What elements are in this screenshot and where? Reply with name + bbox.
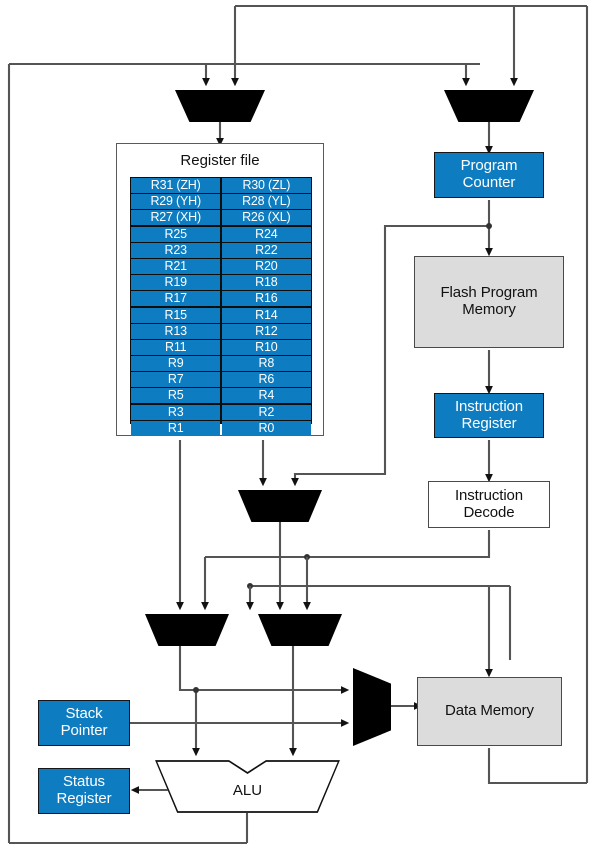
register-cell: R15 [131,307,221,323]
program-counter-block[interactable]: Program Counter [434,152,544,198]
register-cell: R2 [221,404,311,420]
register-cell: R23 [131,242,221,258]
wire-aluA-out [178,646,200,757]
register-cell: R30 (ZL) [221,178,311,193]
register-cell: R20 [221,258,311,274]
register-cell: R4 [221,388,311,404]
wire-id-to-control-bus [205,530,491,559]
register-cell: R24 [221,226,311,242]
register-cell: R25 [131,226,221,242]
junction-aluA-tap [193,687,199,693]
data-memory-block[interactable]: Data Memory [417,677,562,746]
register-cell: R11 [131,339,221,355]
register-cell: R26 (XL) [221,210,311,226]
register-cell: R17 [131,291,221,307]
register-cell: R12 [221,323,311,339]
program-counter-input-mux[interactable] [444,90,534,122]
register-cell: R3 [131,404,221,420]
register-cell: R13 [131,323,221,339]
junction-pc-branch [486,223,492,229]
instruction-register-block[interactable]: Instruction Register [434,393,544,438]
data-memory-address-mux[interactable] [353,668,391,746]
wire-datamem-out [487,748,587,785]
alu-label: ALU [232,782,263,799]
register-file-input-mux[interactable] [175,90,265,122]
register-cell: R31 (ZH) [131,178,221,193]
register-file-panel: Register file R31 (ZH)R30 (ZL)R29 (YH)R2… [116,143,324,436]
register-cell: R9 [131,356,221,372]
alu-outline [155,760,340,813]
register-file-title: Register file [180,152,260,169]
register-cell: R29 (YH) [131,194,221,210]
flash-program-memory-block[interactable]: Flash Program Memory [414,256,564,348]
alu-shape[interactable] [155,760,340,813]
register-cell: R0 [221,420,311,436]
register-cell: R22 [221,242,311,258]
register-cell: R14 [221,307,311,323]
register-cell: R5 [131,388,221,404]
stack-pointer-block[interactable]: Stack Pointer [38,700,130,746]
register-cell: R27 (XH) [131,210,221,226]
status-register-block[interactable]: Status Register [38,768,130,814]
register-cell: R16 [221,291,311,307]
register-cell: R21 [131,258,221,274]
register-cell: R18 [221,275,311,291]
register-cell: R19 [131,275,221,291]
alu-operand-a-mux[interactable] [145,614,229,646]
register-cell: R10 [221,339,311,355]
register-file-output-mux[interactable] [238,490,322,522]
register-cell: R7 [131,372,221,388]
register-cell: R6 [221,372,311,388]
register-cell: R8 [221,356,311,372]
register-cell: R1 [131,420,221,436]
register-file-grid: R31 (ZH)R30 (ZL)R29 (YH)R28 (YL)R27 (XH)… [130,177,312,436]
wire-pc-branch-left [291,224,489,487]
alu-operand-b-mux[interactable] [258,614,342,646]
instruction-decode-block[interactable]: Instruction Decode [428,481,550,528]
register-cell: R28 (YL) [221,194,311,210]
